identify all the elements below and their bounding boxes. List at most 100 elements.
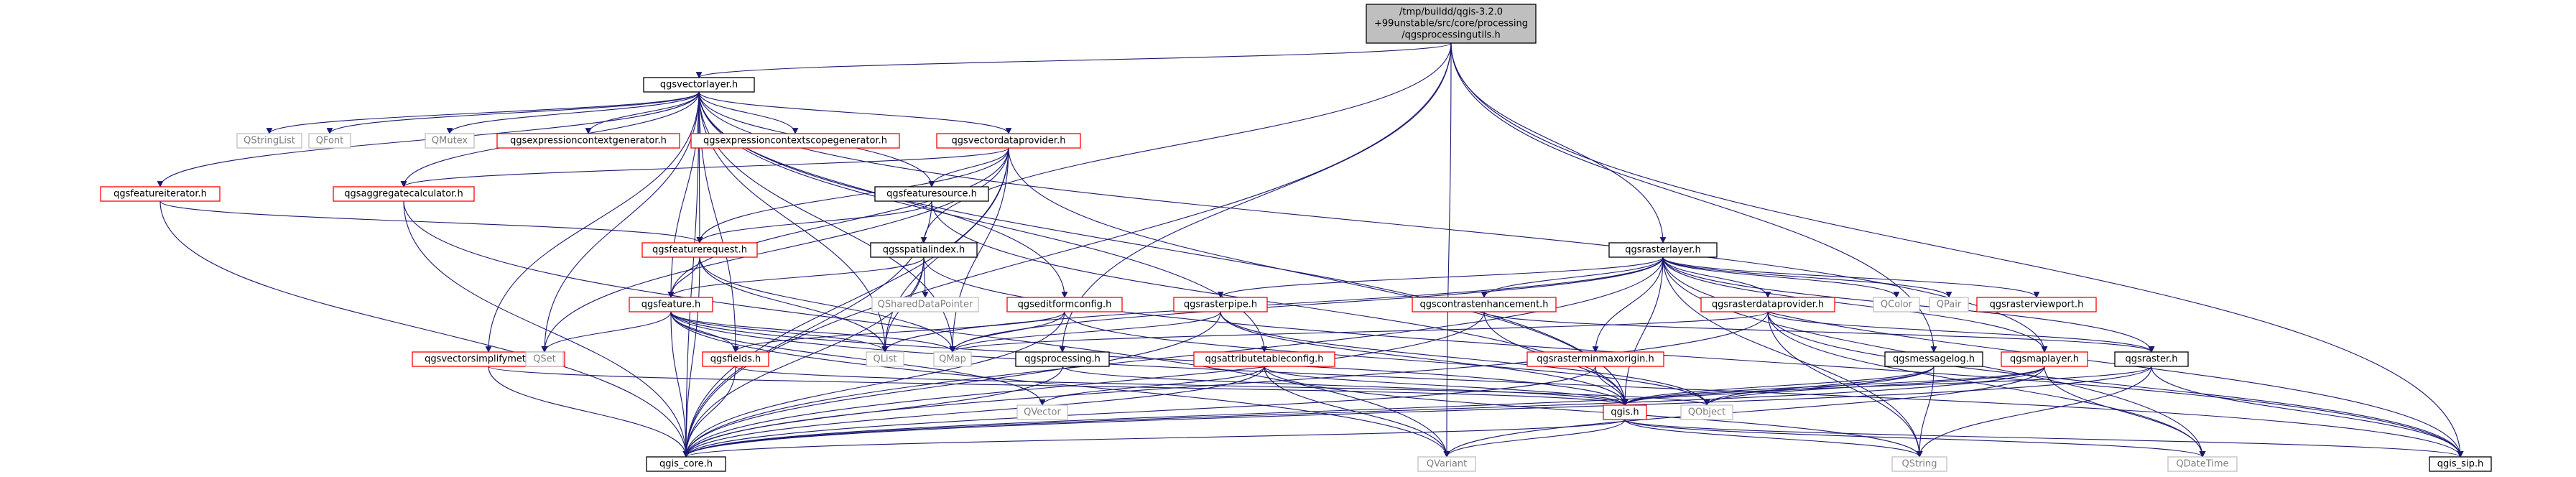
node-qgsfeature[interactable]: qgsfeature.h xyxy=(629,297,713,312)
node-qcolor: QColor xyxy=(1873,297,1920,312)
node-label-qgsrasterminmaxorigin-0: qgsrasterminmaxorigin.h xyxy=(1537,354,1654,365)
node-qgsaggregatecalculator[interactable]: qgsaggregatecalculator.h xyxy=(333,186,475,202)
node-root[interactable]: /tmp/buildd/qgis-3.2.0+99unstable/src/co… xyxy=(1366,4,1537,44)
node-label-qgsfeature-0: qgsfeature.h xyxy=(641,300,701,310)
edge-qgsrasterpipe-to-qgis-core xyxy=(682,311,1221,458)
edge-root-to-qvariant xyxy=(1443,42,1452,458)
edge-qgsrasterlayer-to-qgis xyxy=(1621,256,1664,406)
edge-qgsvectordataprovider-to-qgsfeaturerequest xyxy=(696,147,1009,244)
node-qgseditformconfig[interactable]: qgseditformconfig.h xyxy=(1006,297,1123,312)
node-label-qstring-0: QString xyxy=(1901,459,1937,470)
node-qvariant: QVariant xyxy=(1417,456,1476,472)
node-box-qcolor xyxy=(1873,297,1920,312)
node-qgsfeaturerequest[interactable]: qgsfeaturerequest.h xyxy=(641,242,758,258)
node-label-qgsexpressioncontextgenerator-0: qgsexpressioncontextgenerator.h xyxy=(510,136,667,147)
node-qgsrasterlayer[interactable]: qgsrasterlayer.h xyxy=(1608,242,1718,258)
node-label-qgsattributetableconfig-0: qgsattributetableconfig.h xyxy=(1205,354,1323,365)
node-qgsprocessing[interactable]: qgsprocessing.h xyxy=(1015,351,1110,367)
node-qgsfeatureiterator[interactable]: qgsfeatureiterator.h xyxy=(100,186,221,202)
edge-qgsattributetableconfig-to-qgis-core xyxy=(682,366,1265,458)
edge-qgsrasterdataprovider-to-qstring xyxy=(1767,311,1923,458)
node-qgsrasterminmaxorigin[interactable]: qgsrasterminmaxorigin.h xyxy=(1526,351,1664,367)
edge-qgsfeature-to-qgis-core xyxy=(670,311,690,458)
edge-qgsattributetableconfig-to-qstring xyxy=(1264,366,1923,458)
edge-qgsraster-to-qgis xyxy=(1621,366,2152,406)
node-qgis-sip[interactable]: qgis_sip.h xyxy=(2429,456,2492,472)
node-label-qshareddatapointer-0: QSharedDataPointer xyxy=(878,300,973,310)
node-box-qgsexpressioncontextscopegenerator xyxy=(690,133,900,149)
node-label-qlist-0: QList xyxy=(874,354,897,365)
edge-qgsfeatureiterator-to-qgsfeaturerequest xyxy=(159,200,703,244)
node-label-qvariant-0: QVariant xyxy=(1427,459,1467,470)
node-label-qcolor-0: QColor xyxy=(1881,300,1913,310)
edge-qgis-to-qgis-sip xyxy=(1624,419,2464,458)
edge-qgsmaplayer-to-qdatetime xyxy=(2044,366,2206,458)
node-label-qgsfields-0: qgsfields.h xyxy=(710,354,761,365)
node-qgsmaplayer[interactable]: qgsmaplayer.h xyxy=(2001,351,2088,367)
node-label-qgsmessagelog-0: qgsmessagelog.h xyxy=(1893,354,1975,365)
edge-qgsrasterlayer-to-qcolor xyxy=(1662,256,1900,298)
node-box-qgsfeature xyxy=(629,297,713,312)
edge-qgsmaplayer-to-qvariant xyxy=(1443,366,2045,458)
node-qgsfields[interactable]: qgsfields.h xyxy=(702,351,769,367)
edge-qgsvectorlayer-to-qfont xyxy=(326,91,700,134)
edge-qgsvectordataprovider-to-qgis-core xyxy=(682,147,1009,458)
node-box-qgsmaplayer xyxy=(2001,351,2088,367)
edge-qgsvectordataprovider-to-qmap xyxy=(949,147,1009,353)
node-box-qgis-sip xyxy=(2429,456,2492,472)
node-label-qgsraster-0: qgsraster.h xyxy=(2126,354,2178,365)
edge-qgsrasterdataprovider-to-qgsraster xyxy=(1767,311,2155,353)
node-box-qstring xyxy=(1891,456,1947,472)
edge-qgsattributetableconfig-to-qvector xyxy=(1039,366,1265,406)
edge-layer xyxy=(157,42,2464,458)
node-label-qgsrasterlayer-0: qgsrasterlayer.h xyxy=(1625,245,1701,256)
node-label-qgsaggregatecalculator-0: qgsaggregatecalculator.h xyxy=(344,189,463,200)
node-qgsrasterpipe[interactable]: qgsrasterpipe.h xyxy=(1173,297,1268,312)
node-label-qfont-0: QFont xyxy=(316,136,344,147)
edge-qgsspatialindex-to-qgis-sip xyxy=(923,256,2464,458)
node-box-qgscontrastenhancement xyxy=(1412,297,1557,312)
edge-qgsvectorlayer-to-qgis-core xyxy=(682,91,700,458)
edge-qgsrasterlayer-to-qgscontrastenhancement xyxy=(1481,256,1664,298)
node-label-qgsrasterviewport-0: qgsrasterviewport.h xyxy=(1990,300,2084,310)
node-qgsspatialindex[interactable]: qgsspatialindex.h xyxy=(870,242,978,258)
edge-qgsrasterpipe-to-qgis xyxy=(1220,311,1628,406)
node-box-qgsvectorlayer xyxy=(643,77,755,93)
node-qgsexpressioncontextgenerator[interactable]: qgsexpressioncontextgenerator.h xyxy=(496,133,680,149)
node-qgsmessagelog[interactable]: qgsmessagelog.h xyxy=(1884,351,1983,367)
edge-qgsfeaturesource-to-qgsfeaturerequest xyxy=(696,200,932,244)
node-box-qpair xyxy=(1929,297,1969,312)
node-box-root xyxy=(1366,4,1537,44)
node-qgsrasterviewport[interactable]: qgsrasterviewport.h xyxy=(1976,297,2097,312)
edge-qgsraster-to-qstring xyxy=(1916,366,2152,458)
node-label-qvector-0: QVector xyxy=(1024,407,1061,418)
node-box-qgsmessagelog xyxy=(1884,351,1983,367)
node-qgis[interactable]: qgis.h xyxy=(1603,404,1647,420)
node-box-qgsrasterpipe xyxy=(1173,297,1268,312)
node-qgsattributetableconfig[interactable]: qgsattributetableconfig.h xyxy=(1193,351,1335,367)
node-label-qgsfeaturesource-0: qgsfeaturesource.h xyxy=(886,189,977,200)
edge-qgsprocessing-to-qgis xyxy=(1062,366,1628,406)
node-qgsvectorlayer[interactable]: qgsvectorlayer.h xyxy=(643,77,755,93)
edge-root-to-qgsmessagelog xyxy=(1450,42,1937,353)
edge-qgsvectorlayer-to-qgsvectorsimplifymethod xyxy=(485,91,700,353)
node-qgsraster[interactable]: qgsraster.h xyxy=(2114,351,2189,367)
node-qobject: QObject xyxy=(1680,404,1733,420)
edge-qgsvectorlayer-to-qgsexpressioncontextgenerator xyxy=(585,91,700,134)
node-qgsexpressioncontextscopegenerator[interactable]: qgsexpressioncontextscopegenerator.h xyxy=(690,133,900,149)
node-box-qgsraster xyxy=(2114,351,2189,367)
node-layer: /tmp/buildd/qgis-3.2.0+99unstable/src/co… xyxy=(100,4,2492,472)
edge-qgsfeature-to-qset xyxy=(541,311,672,353)
edge-qgsmessagelog-to-qobject xyxy=(1703,366,1935,406)
node-qlist: QList xyxy=(866,351,904,367)
node-qgscontrastenhancement[interactable]: qgscontrastenhancement.h xyxy=(1412,297,1557,312)
node-qgsfeaturesource[interactable]: qgsfeaturesource.h xyxy=(874,186,989,202)
node-label-qobject-0: QObject xyxy=(1688,407,1726,418)
edge-qgsvectorlayer-to-qgis xyxy=(698,91,1628,406)
node-label-qgseditformconfig-0: qgseditformconfig.h xyxy=(1018,300,1112,310)
node-qgsvectordataprovider[interactable]: qgsvectordataprovider.h xyxy=(936,133,1081,149)
node-qgis-core[interactable]: qgis_core.h xyxy=(646,456,726,472)
node-box-qgsfeaturerequest xyxy=(641,242,758,258)
node-qgsrasterdataprovider[interactable]: qgsrasterdataprovider.h xyxy=(1700,297,1835,312)
node-label-qgis-0: qgis.h xyxy=(1611,407,1639,418)
